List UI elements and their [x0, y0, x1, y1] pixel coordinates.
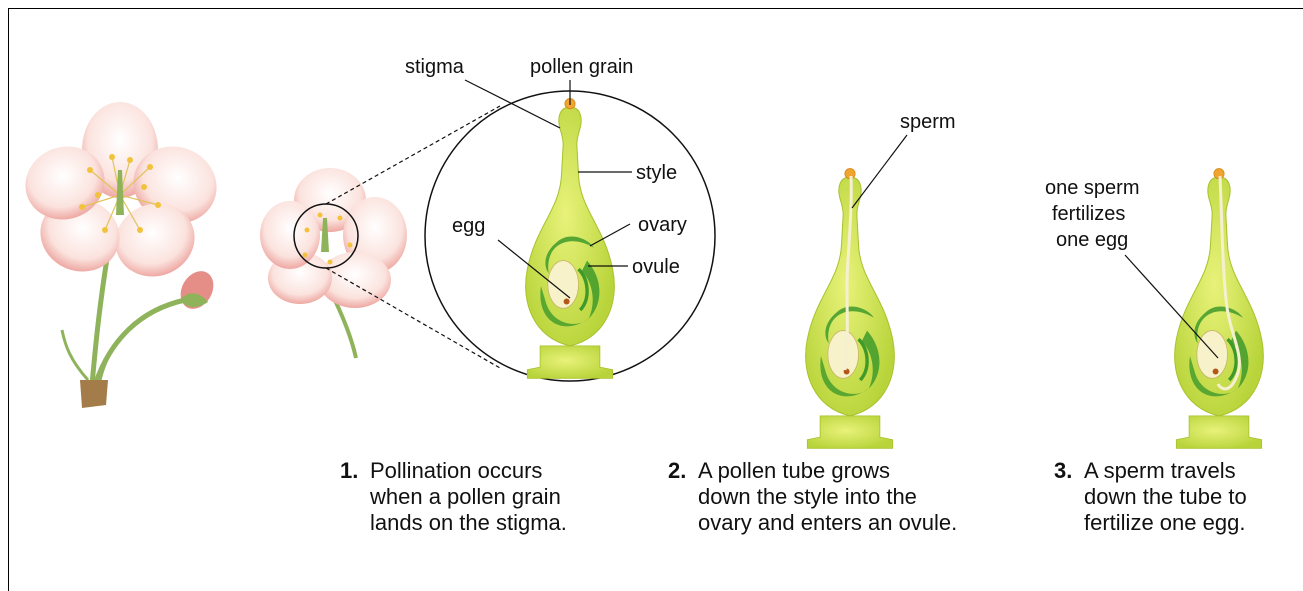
- step-3-line: fertilize one egg.: [1084, 510, 1247, 536]
- step-2-line: A pollen tube grows: [698, 458, 957, 484]
- label-one-egg: one egg: [1056, 229, 1128, 251]
- label-style: style: [636, 162, 677, 184]
- label-stigma: stigma: [405, 56, 465, 78]
- step-2-line: ovary and enters an ovule.: [698, 510, 957, 536]
- flower-with-bud-illustration: [15, 102, 227, 408]
- label-one-sperm: one sperm: [1045, 177, 1140, 199]
- step-1-line: when a pollen grain: [370, 484, 567, 510]
- pistil-sperm-travel-illustration: [1175, 169, 1264, 449]
- label-egg: egg: [452, 215, 485, 237]
- step-1-line: lands on the stigma.: [370, 510, 567, 536]
- step-3-number: 3.: [1054, 458, 1072, 484]
- step-3-line: A sperm travels: [1084, 458, 1247, 484]
- step-1-number: 1.: [340, 458, 358, 484]
- label-fertilizes: fertilizes: [1052, 203, 1125, 225]
- label-ovary: ovary: [638, 214, 687, 236]
- step-2-number: 2.: [668, 458, 686, 484]
- step-3-line: down the tube to: [1084, 484, 1247, 510]
- step-2-line: down the style into the: [698, 484, 957, 510]
- pistil-pollen-tube-illustration: [806, 169, 895, 449]
- label-pollen-grain: pollen grain: [530, 56, 633, 78]
- step-1-line: Pollination occurs: [370, 458, 567, 484]
- label-sperm: sperm: [900, 111, 956, 133]
- label-ovule: ovule: [632, 256, 680, 278]
